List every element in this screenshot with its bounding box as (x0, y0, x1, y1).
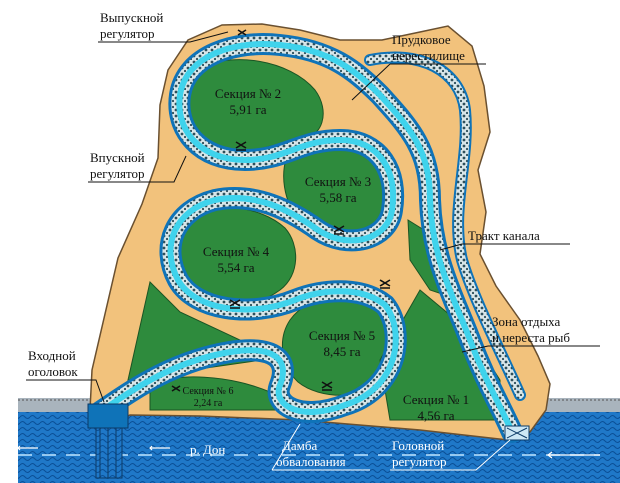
label-pond-line1: Прудковое (392, 32, 451, 47)
section-2-area: 5,91 га (229, 102, 266, 117)
label-dam-line2: обвалования (276, 454, 346, 469)
gate-marker (237, 29, 247, 36)
gate-marker (235, 141, 247, 151)
label-rest-line1: Зона отдыха (492, 314, 561, 329)
section-2-name: Секция № 2 (215, 86, 281, 101)
label-channel: Тракт канала (468, 228, 540, 243)
section-fields (127, 59, 501, 421)
section-3-area: 5,58 га (319, 190, 356, 205)
label-outlet-line1: Выпускной (100, 10, 163, 25)
section-labels: Секция № 2 5,91 га Секция № 3 5,58 га Се… (183, 86, 470, 423)
section-6-name: Секция № 6 (183, 386, 234, 397)
gate-marker (379, 279, 391, 289)
label-pond-line2: нерестилище (392, 48, 465, 63)
inlet-structure (87, 403, 129, 479)
gate-marker (333, 225, 345, 235)
section-6-area: 2,24 га (194, 398, 223, 409)
label-outlet-line2: регулятор (100, 26, 155, 41)
section-field-1 (379, 289, 501, 421)
label-head-line2: регулятор (392, 454, 447, 469)
section-1-name: Секция № 1 (403, 392, 469, 407)
section-3-name: Секция № 3 (305, 174, 371, 189)
section-1-area: 4,56 га (417, 408, 454, 423)
label-entry-line1: Входной (28, 348, 76, 363)
label-dam-line1: Дамба (282, 438, 317, 453)
section-5-area: 8,45 га (323, 344, 360, 359)
canal (89, 33, 523, 443)
gate-marker (171, 385, 181, 392)
label-entry-line2: оголовок (28, 364, 78, 379)
section-4-name: Секция № 4 (203, 244, 270, 259)
gate-marker (229, 299, 241, 309)
label-head-line1: Головной (392, 438, 444, 453)
label-inlet-line1: Впускной (90, 150, 145, 165)
label-rest-line2: и нереста рыб (492, 330, 570, 345)
outer-canal (364, 51, 526, 401)
head-regulator-structure (504, 425, 530, 441)
label-river: р. Дон (190, 442, 225, 457)
gate-marker (321, 381, 333, 391)
callouts: Выпускной регулятор Прудковое нерестилищ… (26, 10, 600, 471)
label-inlet-line2: регулятор (90, 166, 145, 181)
regulator-gates (171, 29, 391, 392)
section-4-area: 5,54 га (217, 260, 254, 275)
section-5-name: Секция № 5 (309, 328, 375, 343)
